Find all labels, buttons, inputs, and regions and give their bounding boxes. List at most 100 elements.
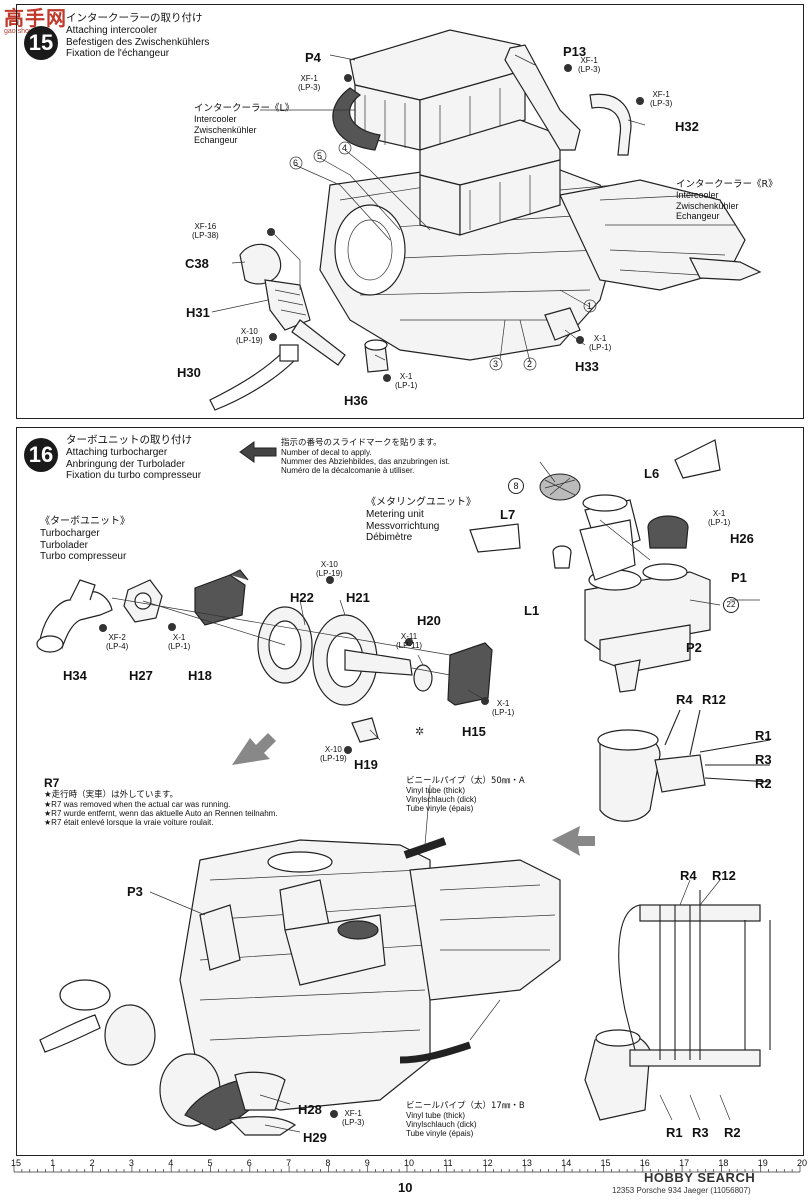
screw-code: XF-1 — [344, 1109, 362, 1118]
wire-label-r4: R4 — [680, 868, 697, 883]
metering-unit-de: Messvorrichtung — [366, 520, 440, 532]
decal-note-en: Number of decal to apply. — [281, 448, 372, 457]
intercooler-left-jp: インタークーラー《L》 — [194, 103, 295, 114]
screw-label: X-10(LP-19) — [316, 560, 343, 578]
part-label-p3: P3 — [127, 884, 143, 899]
part-label-h18: H18 — [188, 668, 212, 683]
ruler-label: 19 — [757, 1158, 768, 1168]
part-label-h33: H33 — [575, 359, 599, 374]
vinyl-tube-b-de: Vinylschlauch (dick) — [406, 1120, 477, 1129]
decal-number-22-text: 22 — [726, 600, 736, 609]
wire-label-r2: R2 — [724, 1125, 741, 1140]
svg-text:✲: ✲ — [415, 725, 424, 738]
ruler-label: 6 — [246, 1158, 252, 1168]
screw-code: XF-2 — [108, 633, 126, 642]
part-label-l7: L7 — [500, 507, 516, 522]
vinyl-tube-b-jp: ビニールパイプ（太）17㎜・B — [406, 1101, 525, 1111]
screw-sub: (LP-11) — [396, 641, 423, 650]
callout-6: 6 — [293, 158, 299, 168]
screw-label: X-1(LP-1) — [395, 372, 417, 390]
r7-note-en: ★R7 was removed when the actual car was … — [44, 800, 231, 809]
step-16-number: 16 — [24, 438, 58, 472]
screw-sub: (LP-19) — [320, 754, 347, 763]
screw-sub: (LP-3) — [650, 99, 673, 108]
ruler-label: 12 — [482, 1158, 493, 1168]
ruler-label: 15 — [600, 1158, 611, 1168]
screw-code: X-1 — [172, 633, 186, 642]
step-16-title-fr: Fixation du turbo compresseur — [66, 470, 202, 481]
ruler-label: 1 — [50, 1158, 56, 1168]
step-15-frame — [16, 4, 804, 419]
vinyl-tube-a-jp: ビニールパイプ（太）50㎜・A — [406, 776, 525, 786]
ruler-label: 3 — [128, 1158, 134, 1168]
screw-sub: (LP-3) — [298, 83, 321, 92]
part-label-h34: H34 — [63, 668, 87, 683]
metering-unit-jp: 《メタリングユニット》 — [366, 497, 476, 508]
ruler-label: 13 — [521, 1158, 532, 1168]
wire-label-r4: R4 — [676, 692, 693, 707]
part-label-p4: P4 — [305, 50, 321, 65]
intercooler-right-fr: Echangeur — [676, 211, 720, 221]
decal-note-jp: 指示の番号のスライドマークを貼ります。 — [281, 438, 442, 448]
ruler-label: 18 — [718, 1158, 729, 1168]
screw-code: X-10 — [240, 327, 258, 336]
metering-unit-en: Metering unit — [366, 509, 424, 520]
ruler-ticks — [13, 1166, 801, 1173]
screw-label: XF-1(LP-3) — [578, 56, 600, 74]
screw-code: X-1 — [712, 509, 726, 518]
vinyl-tube-a-label: ビニールパイプ（太）50㎜・A Vinyl tube (thick) Vinyl… — [406, 776, 525, 813]
screw-code: X-1 — [399, 372, 413, 381]
product-code: 12353 Porsche 934 Jaeger (11056807) — [612, 1186, 751, 1195]
screw-sub: (LP-19) — [236, 336, 263, 345]
step-16-title-en: Attaching turbocharger — [66, 447, 168, 458]
turbo-unit-jp: 《ターボユニット》 — [40, 516, 130, 527]
intercooler-left-en: Intercooler — [194, 114, 237, 124]
vinyl-tube-a-en: Vinyl tube (thick) — [406, 786, 465, 795]
ruler-label: 14 — [561, 1158, 572, 1168]
metering-unit-heading: 《メタリングユニット》 Metering unit Messvorrichtun… — [366, 497, 476, 544]
wire-label-r3: R3 — [755, 752, 772, 767]
wire-label-r1: R1 — [666, 1125, 683, 1140]
ruler-label: 7 — [286, 1158, 292, 1168]
intercooler-right-label: インタークーラー《R》 Intercooler Zwischenkühler E… — [676, 179, 778, 222]
screw-sub: (LP-1) — [492, 708, 515, 717]
screw-sub: (LP-1) — [395, 381, 418, 390]
screw-label: XF-1(LP-3) — [342, 1109, 364, 1127]
callout-2: 2 — [527, 359, 533, 369]
r7-note: R7 ★走行時（実車）は外しています。 ★R7 was removed when… — [44, 776, 278, 827]
screw-label: X-1(LP-1) — [708, 509, 730, 527]
ruler-label: 17 — [679, 1158, 690, 1168]
screw-code: XF-1 — [300, 74, 318, 83]
screw-label: X-10(LP-19) — [236, 327, 263, 345]
screw-code: X-10 — [320, 560, 338, 569]
step-15-title-jp: インタークーラーの取り付け — [66, 12, 203, 24]
part-label-h15: H15 — [462, 724, 486, 739]
vinyl-tube-b-en: Vinyl tube (thick) — [406, 1111, 465, 1120]
turbo-unit-de: Turbolader — [40, 539, 88, 551]
part-label-h19: H19 — [354, 757, 378, 772]
decal-note-de: Nummer des Abziehbildes, das anzubringen… — [281, 457, 450, 466]
part-label-l1: L1 — [524, 603, 540, 618]
intercooler-left-de: Zwischenkühler — [194, 124, 257, 135]
screw-label: X-1(LP-1) — [168, 633, 190, 651]
screw-label: X-11(LP-11) — [396, 632, 422, 650]
r7-label: R7 — [44, 776, 60, 790]
vinyl-tube-b-fr: Tube vinyle (épais) — [406, 1129, 474, 1138]
part-label-h31: H31 — [186, 305, 210, 320]
screw-code: XF-16 — [194, 222, 217, 231]
screw-sub: (LP-1) — [708, 518, 731, 527]
ruler-label: 2 — [89, 1158, 95, 1168]
part-label-h36: H36 — [344, 393, 368, 408]
decal-number-8-text: 8 — [513, 481, 519, 491]
part-label-h20: H20 — [417, 613, 441, 628]
part-label-p1: P1 — [731, 570, 747, 585]
page-number: 10 — [398, 1180, 413, 1195]
screw-label: XF-2(LP-4) — [106, 633, 128, 651]
vinyl-tube-a-de: Vinylschlauch (dick) — [406, 795, 477, 804]
screw-sub: (LP-3) — [342, 1118, 365, 1127]
step-16-title-de: Anbringung der Turbolader — [66, 458, 185, 470]
part-label-h32: H32 — [675, 119, 699, 134]
ruler-label: 20 — [797, 1158, 808, 1168]
screw-label: X-10(LP-19) — [320, 745, 347, 763]
ruler-label: 11 — [443, 1158, 453, 1168]
